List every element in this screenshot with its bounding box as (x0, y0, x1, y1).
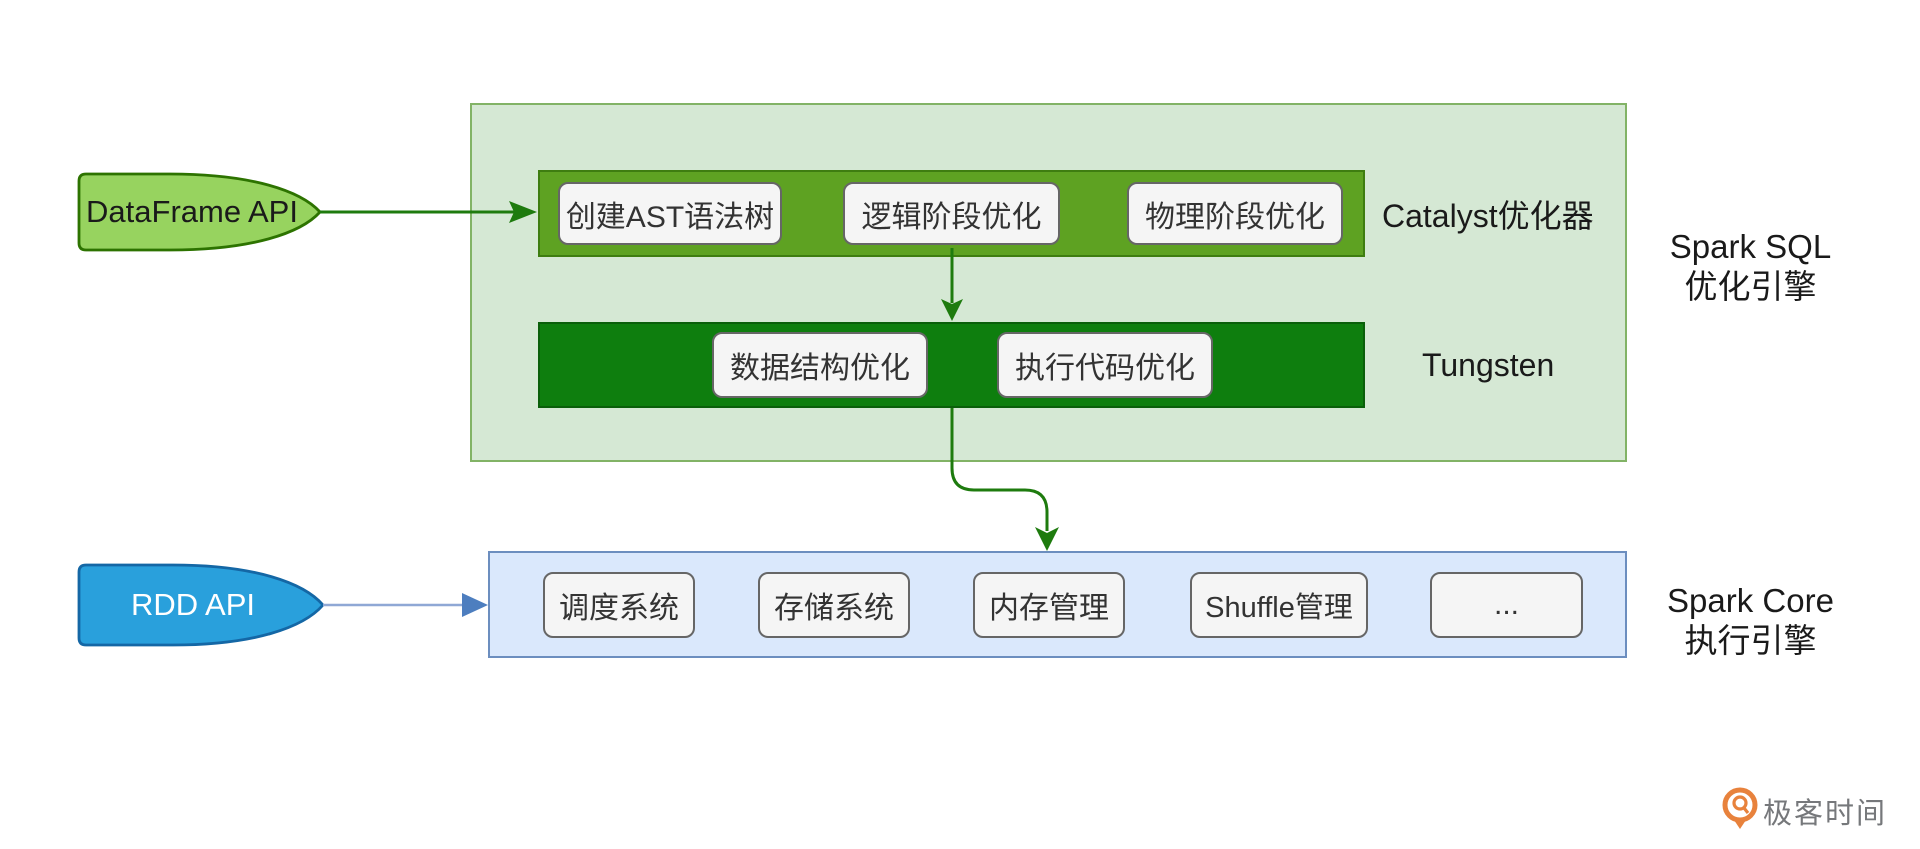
chip-storage-system: 存储系统 (758, 572, 910, 638)
dataframe-api-label: DataFrame API (86, 194, 298, 229)
geektime-brand-text: 极客时间 (1763, 798, 1888, 830)
rdd-to-core-arrowhead (462, 593, 488, 617)
chip-logical-optimization: 逻辑阶段优化 (843, 182, 1060, 245)
chip-data-structure-optimization: 数据结构优化 (712, 332, 928, 398)
spark-core-side-label: Spark Core 执行引擎 (1633, 581, 1868, 661)
chip-physical-optimization: 物理阶段优化 (1127, 182, 1343, 245)
chip-shuffle-management: Shuffle管理 (1190, 572, 1368, 638)
chip-exec-code-optimization: 执行代码优化 (997, 332, 1213, 398)
spark-sql-side-label-line2: 优化引擎 (1684, 268, 1817, 305)
rdd-api-label: RDD API (130, 587, 256, 622)
catalyst-label: Catalyst优化器 (1382, 197, 1594, 234)
chip-scheduling-system: 调度系统 (543, 572, 695, 638)
spark-sql-side-label: Spark SQL 优化引擎 (1633, 227, 1868, 307)
spark-core-side-label-line2: 执行引擎 (1684, 622, 1817, 659)
spark-sql-container-box (470, 103, 1627, 462)
chip-memory-management: 内存管理 (973, 572, 1125, 638)
tungsten-to-core-arrowhead (1035, 527, 1059, 551)
chip-create-ast: 创建AST语法树 (558, 182, 782, 245)
spark-sql-side-label-line1: Spark SQL (1669, 228, 1832, 265)
tungsten-bar (538, 322, 1365, 408)
chip-ellipsis: ... (1430, 572, 1583, 638)
spark-core-side-label-line1: Spark Core (1667, 582, 1834, 619)
geektime-logo-icon (1722, 787, 1758, 829)
tungsten-label: Tungsten (1422, 346, 1555, 383)
